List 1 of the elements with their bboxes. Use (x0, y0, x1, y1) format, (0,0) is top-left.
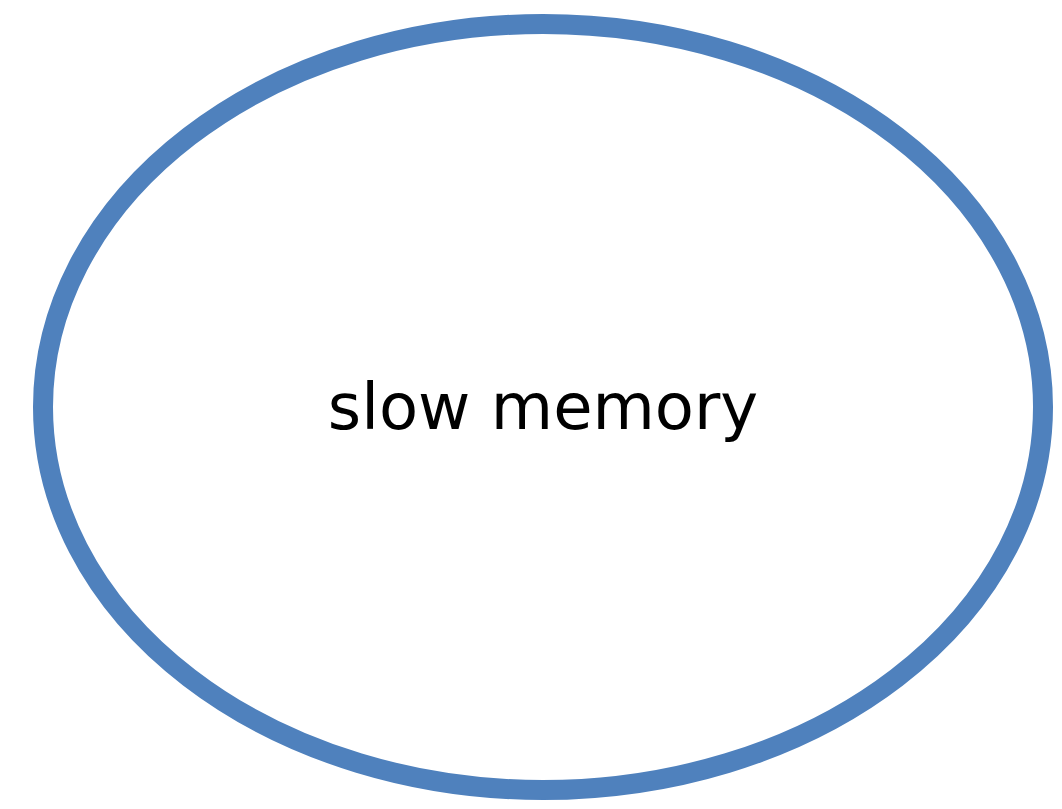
node-label: slow memory (327, 370, 759, 444)
